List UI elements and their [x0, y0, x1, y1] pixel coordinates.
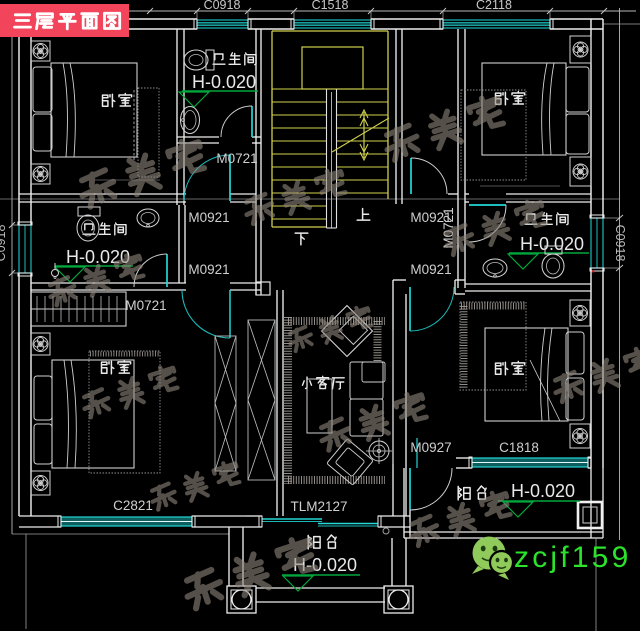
- svg-text:C1818: C1818: [499, 440, 539, 455]
- svg-text:M0927: M0927: [410, 440, 451, 455]
- svg-text:M0921: M0921: [188, 262, 229, 277]
- svg-text:C0918: C0918: [613, 225, 627, 262]
- svg-text:C2821: C2821: [113, 498, 153, 513]
- svg-text:C0918: C0918: [0, 225, 8, 262]
- svg-text:M0721: M0721: [125, 298, 166, 313]
- svg-text:C2118: C2118: [476, 0, 512, 12]
- svg-text:H-0.020: H-0.020: [66, 247, 130, 267]
- svg-text:H-0.020: H-0.020: [192, 72, 256, 92]
- svg-text:M0721: M0721: [216, 151, 257, 166]
- svg-text:M0921: M0921: [410, 262, 451, 277]
- svg-text:C0918: C0918: [204, 0, 241, 12]
- svg-text:M0921: M0921: [410, 210, 451, 225]
- svg-text:zcjf159: zcjf159: [514, 541, 631, 574]
- svg-text:TLM2127: TLM2127: [290, 499, 347, 514]
- svg-text:H-0.020: H-0.020: [520, 234, 584, 254]
- svg-text:H-0.020: H-0.020: [511, 481, 575, 501]
- svg-text:M0921: M0921: [188, 210, 229, 225]
- svg-text:C1518: C1518: [312, 0, 349, 12]
